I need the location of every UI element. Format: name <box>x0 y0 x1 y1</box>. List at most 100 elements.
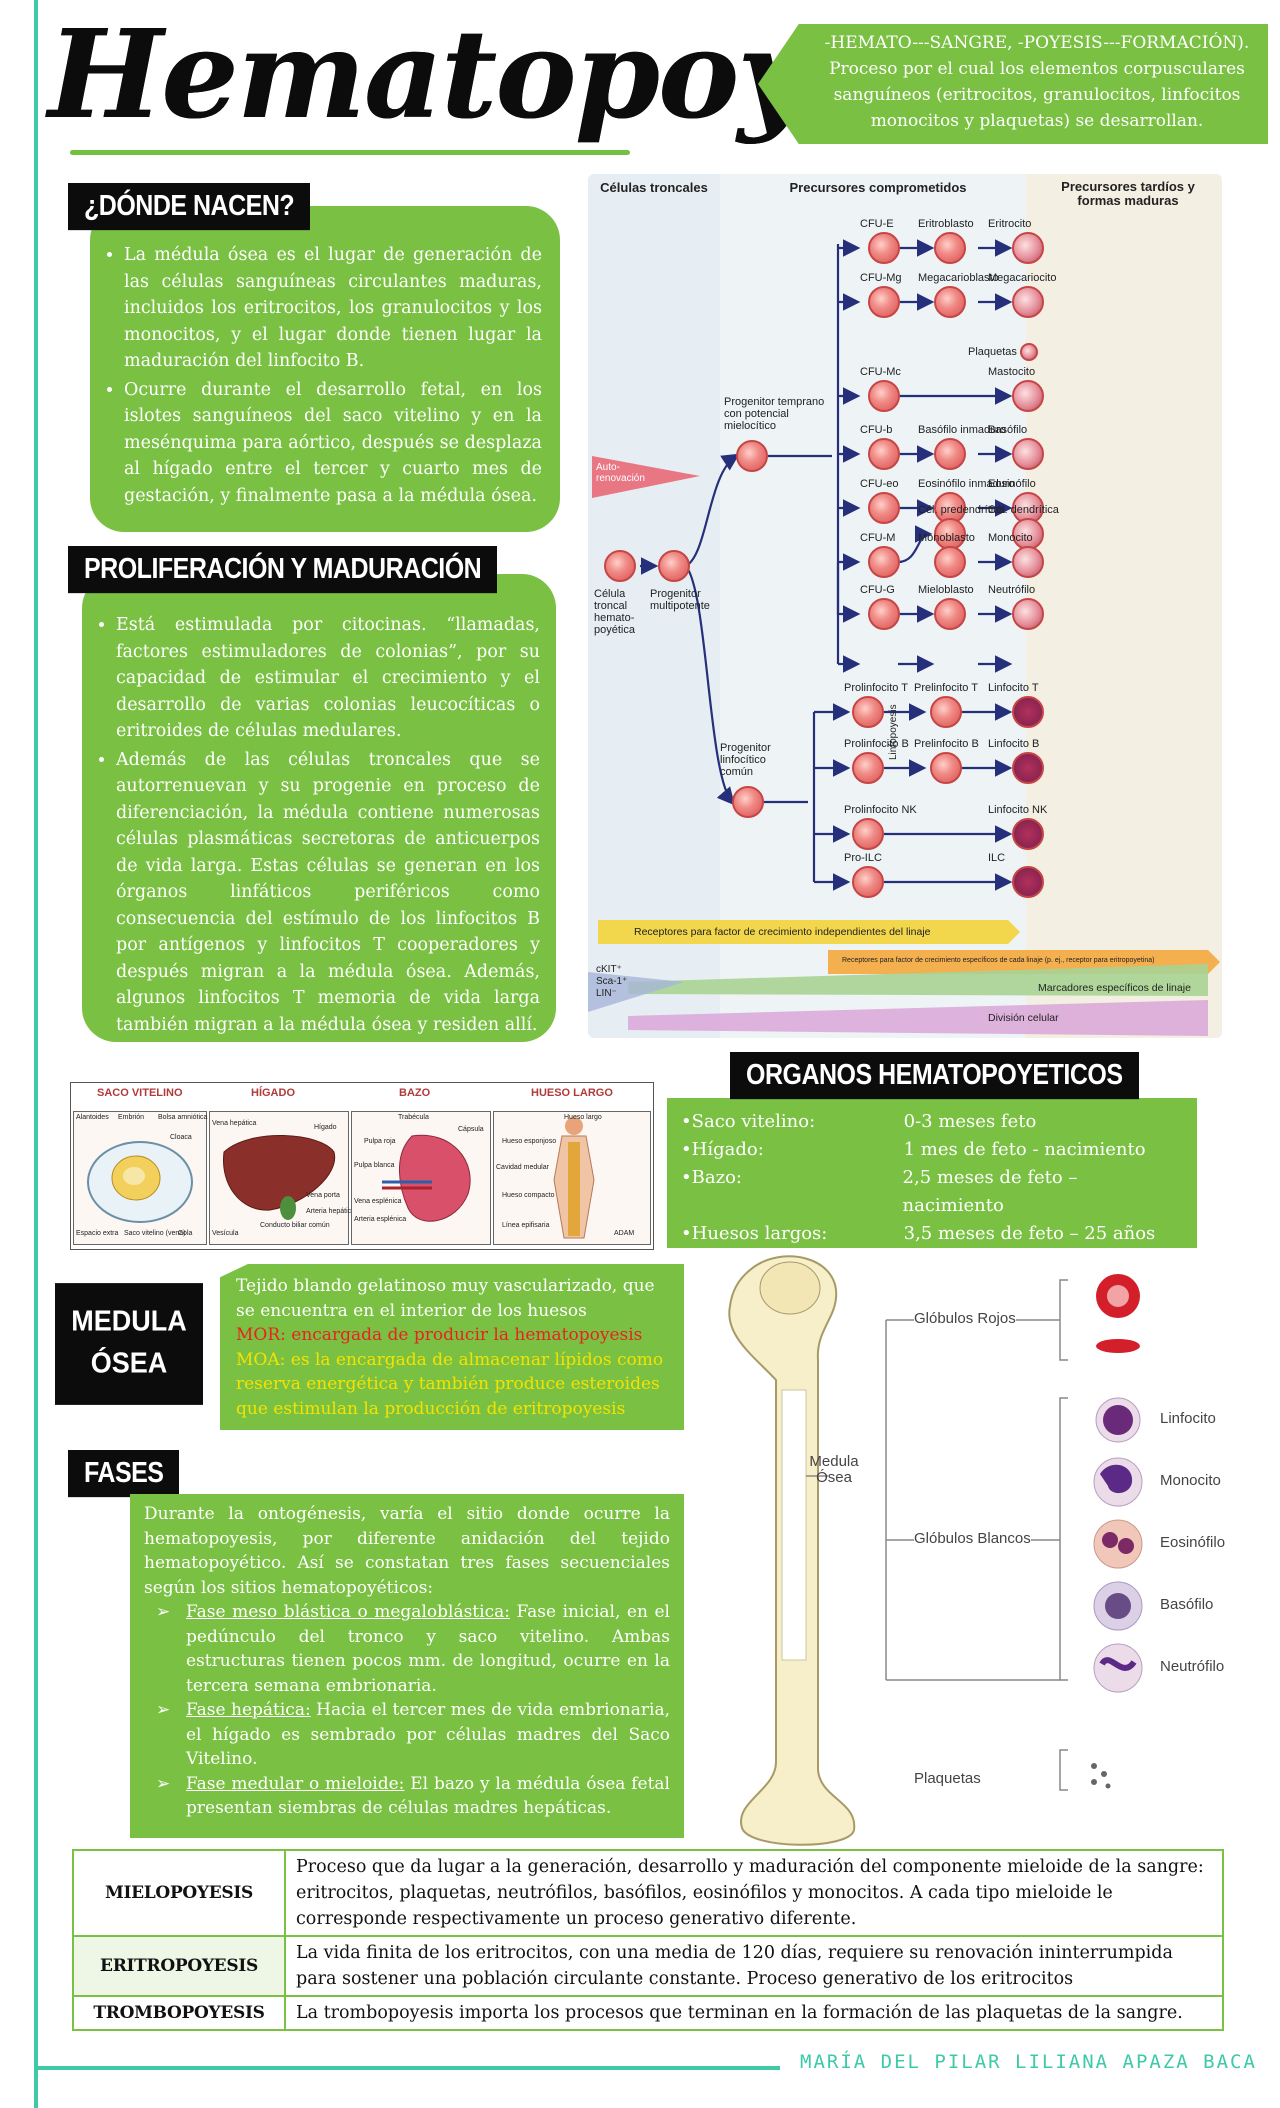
mature-cell <box>1012 818 1044 850</box>
progenitor-cell <box>868 598 900 630</box>
mature-cell <box>1012 518 1044 550</box>
organos-box: • Saco vitelino:0-3 meses feto• Hígado:1… <box>667 1098 1197 1272</box>
mature-cell <box>1012 752 1044 784</box>
organ-note: Alantoides <box>76 1114 109 1121</box>
progenitor-label: Prolinfocito B <box>844 738 909 750</box>
bazo-panel: Trabécula Cápsula Pulpa roja Pulpa blanc… <box>351 1111 491 1245</box>
title-underline <box>70 150 630 155</box>
progenitor-label: Prolinfocito T <box>844 682 908 694</box>
precursor-label: Prelinfocito B <box>914 738 979 750</box>
progenitor-label: CFU-G <box>860 584 895 596</box>
table-key: MIELOPOYESIS <box>72 1849 286 1937</box>
definition-text: -HEMATO---SANGRE, -POYESIS---FORMACIÓN).… <box>824 33 1250 131</box>
wbc-label: Neutrófilo <box>1160 1658 1225 1675</box>
progenitor-cell <box>868 380 900 412</box>
autorenovacion-label: Auto-renovación <box>596 462 645 484</box>
markers-left-label: cKIT⁺ Sca-1⁺ LIN⁻ <box>596 964 628 999</box>
poyesis-table: MIELOPOYESIS Proceso que da lugar a la g… <box>72 1849 1224 2031</box>
medula-moa: MOA: es la encargada de almacenar lípido… <box>236 1349 664 1419</box>
precursor-cell <box>930 696 962 728</box>
fase-title: Fase meso blástica o megaloblástica: <box>186 1602 510 1622</box>
left-rail <box>34 0 38 2108</box>
table-row: TROMBOPOYESIS La trombopoyesis importa l… <box>72 1995 1224 2031</box>
hueso-illustration <box>553 1117 595 1239</box>
precursor-label: Megacarioblasto <box>918 272 999 284</box>
organo-name: Bazo: <box>691 1167 742 1188</box>
organo-period: 0-3 meses feto <box>903 1111 1037 1132</box>
progenitor-label: CFU-b <box>860 424 893 436</box>
fase-title: Fase medular o mieloide: <box>186 1773 405 1794</box>
organo-name: Saco vitelino: <box>691 1111 816 1132</box>
linfopoyesis-label: Linfopoyesis <box>888 704 899 760</box>
lymphoid-progenitor-label: Progenitor linfocítico común <box>720 742 771 778</box>
bazo-illustration <box>382 1134 471 1222</box>
organ-note: Hueso esponjoso <box>502 1138 557 1145</box>
fases-intro: Durante la ontogénesis, varía el sitio d… <box>144 1504 670 1598</box>
femur-illustration <box>728 1255 1143 1846</box>
proliferacion-heading: PROLIFERACIÓN Y MADURACIÓN <box>68 546 498 594</box>
organo-period: 2,5 meses de feto – nacimiento <box>902 1167 1078 1216</box>
organo-period: 3,5 meses de feto – 25 años <box>903 1223 1156 1244</box>
wbc-label: Linfocito <box>1160 1410 1216 1427</box>
progenitor-label: CFU-Mc <box>860 366 901 378</box>
organo-name: Hígado: <box>691 1139 764 1160</box>
fase-item: Fase medular o mieloide: El bazo y la mé… <box>156 1772 670 1821</box>
diagram-col-header: Células troncales <box>600 180 708 195</box>
fase-desc: Fase inicial, en el pedúnculo del tronco… <box>186 1602 670 1696</box>
wbc-label: Eosinófilo <box>1160 1534 1226 1551</box>
mature-label: Monocito <box>988 532 1033 544</box>
saco-vitelino-panel: Alantoides Embrión Bolsa amniótica Cloac… <box>73 1111 207 1245</box>
organ-note: Hueso largo <box>564 1114 602 1121</box>
donde-box: La médula ósea es el lugar de generación… <box>90 206 560 532</box>
bar-label: Receptores para factor de crecimiento in… <box>634 926 931 938</box>
precursor-label: Eritroblasto <box>918 218 974 230</box>
organ-note: Embrión <box>118 1114 145 1121</box>
mature-cell <box>1012 232 1044 264</box>
hematopoiesis-diagram: Células troncales Precursores comprometi… <box>588 174 1222 1038</box>
organ-note: Vena esplénica <box>354 1198 402 1205</box>
organ-note: Cavidad medular <box>496 1164 549 1171</box>
author-credit: MARÍA DEL PILAR LILIANA APAZA BACA <box>800 2051 1257 2073</box>
medula-text: Tejido blando gelatinoso muy vasculariza… <box>236 1276 655 1321</box>
progenitor-cell <box>868 546 900 578</box>
stem-label: Célula troncal hemato-poyética <box>594 588 635 636</box>
organ-note: Línea epifisaria <box>502 1222 550 1229</box>
organ-label: HUESO LARGO <box>531 1087 613 1099</box>
organ-note: Cola <box>178 1230 193 1237</box>
organ-note: Pulpa roja <box>364 1138 396 1145</box>
proliferacion-item: Está estimulada por citocinas. “llamadas… <box>116 612 540 745</box>
mature-label: Neutrófilo <box>988 584 1036 596</box>
precursor-label: Eosinófilo inmaduro <box>918 478 1015 490</box>
bar-label: División celular <box>988 1012 1059 1024</box>
mature-cell <box>1012 380 1044 412</box>
mature-cell <box>1012 438 1044 470</box>
donde-item: Ocurre durante el desarrollo fetal, en l… <box>124 377 542 510</box>
medula-mor: MOR: encargada de producir la hematopoye… <box>236 1325 643 1345</box>
organ-note: Cloaca <box>170 1134 192 1141</box>
precursor-label: Mieloblasto <box>918 584 974 596</box>
precursor-cell <box>934 286 966 318</box>
organ-note: Saco vitelino (vena) <box>124 1230 186 1237</box>
progenitor-cell <box>868 492 900 524</box>
precursor-cell <box>934 232 966 264</box>
progenitor-label: CFU-eo <box>860 478 899 490</box>
medula-osea-label: Medula Ósea <box>809 1453 859 1486</box>
organ-note: Bolsa amniótica <box>158 1114 208 1121</box>
bone-diagram: Medula Ósea Glóbulos Rojos Glóbulos Blan… <box>690 1250 1250 1850</box>
medula-heading-line: ÓSEA <box>90 1347 168 1379</box>
progenitor-label: CFU-M <box>860 532 896 544</box>
definition-banner: -HEMATO---SANGRE, -POYESIS---FORMACIÓN).… <box>758 24 1268 144</box>
precursor-label: Monoblasto <box>918 532 975 544</box>
fase-item: Fase hepática: Hacia el tercer mes de vi… <box>156 1698 670 1772</box>
mature-cell <box>1012 598 1044 630</box>
precursor-cell <box>934 598 966 630</box>
fases-box: Durante la ontogénesis, varía el sitio d… <box>130 1494 684 1838</box>
precursor-label: Basófilo inmaduro <box>918 424 1007 436</box>
organos-heading: ORGANOS HEMATOPOYETICOS <box>730 1052 1139 1100</box>
mature-label: Mastocito <box>988 366 1036 378</box>
organ-note: Cápsula <box>458 1126 484 1133</box>
saco-vitelino-illustration <box>87 1141 193 1223</box>
bar-label: Receptores para factor de crecimiento es… <box>842 957 1155 964</box>
table-key: ERITROPOYESIS <box>72 1935 286 1997</box>
donde-heading: ¿DÓNDE NACEN? <box>68 183 311 231</box>
